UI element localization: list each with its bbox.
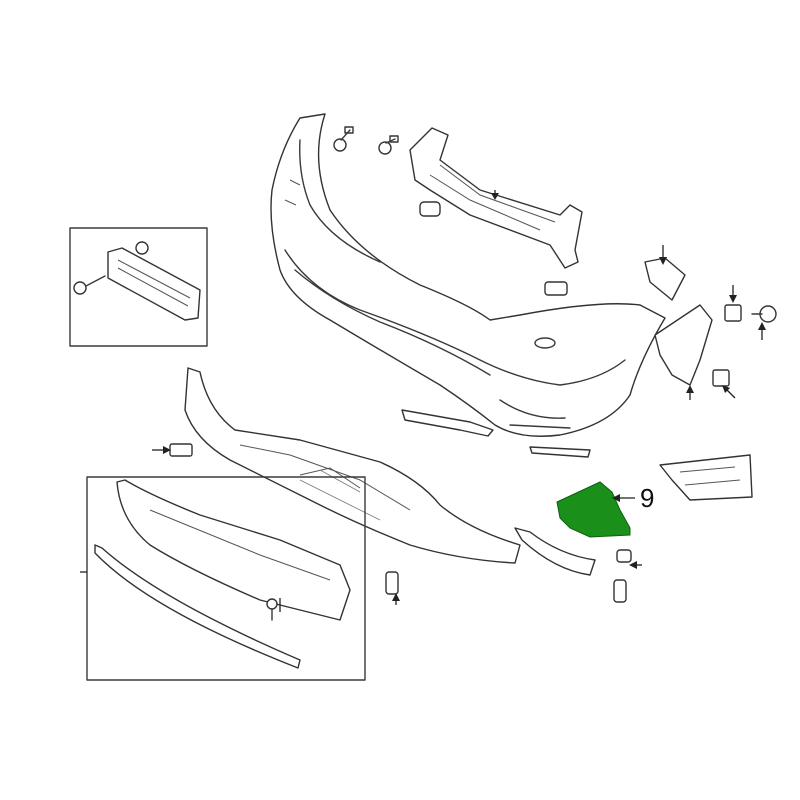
bolt-group (333, 126, 568, 296)
highlighted-part-9[interactable] (556, 481, 631, 538)
callout-arrows (80, 190, 766, 612)
trim-parts (385, 409, 753, 603)
callout-label-9: 9 (640, 483, 654, 513)
bumper-cover (270, 113, 666, 437)
right-bracket (644, 257, 777, 387)
lower-undertray (169, 367, 521, 564)
part-9-shape[interactable] (556, 481, 631, 538)
license-bracket-inset (69, 227, 208, 347)
lower-lip-inset (86, 476, 366, 681)
